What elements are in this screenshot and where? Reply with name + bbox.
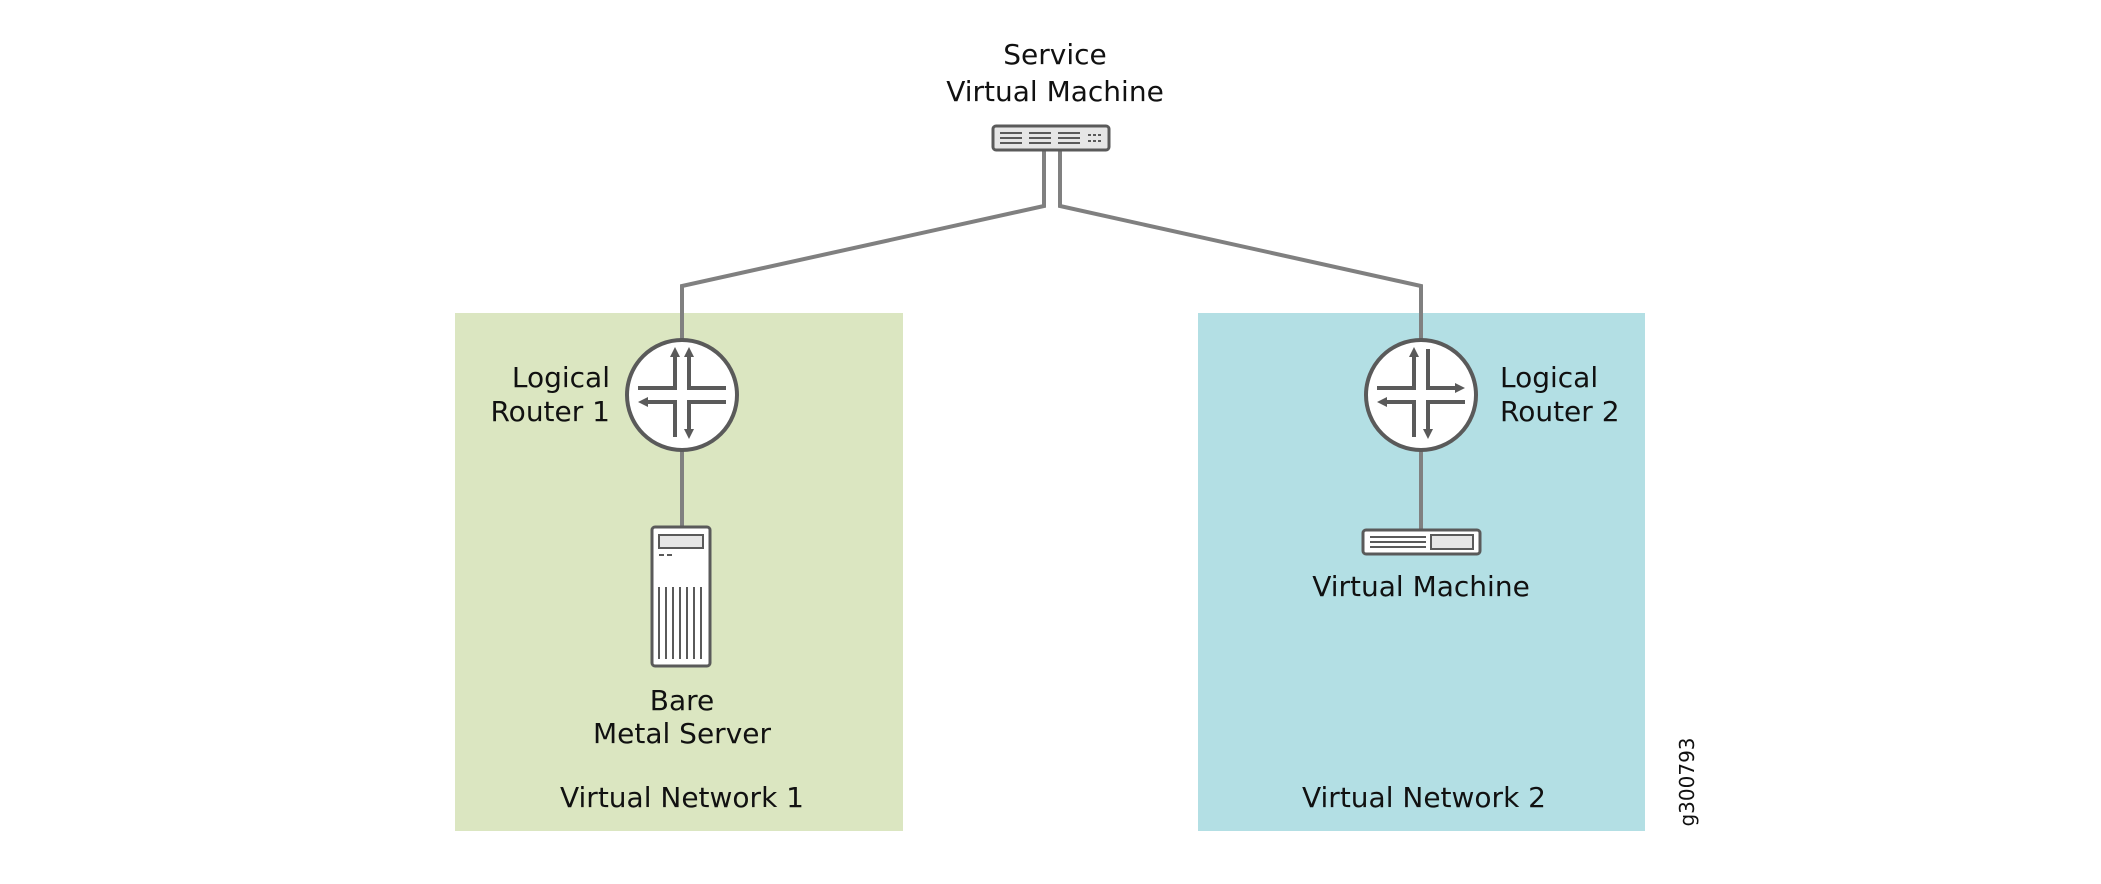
router-2-label-line1: Logical — [1500, 361, 1598, 394]
server-tower-icon — [650, 525, 712, 668]
link-service-vm-to-router-1 — [680, 151, 1046, 340]
virtual-network-2-label: Virtual Network 2 — [1302, 781, 1546, 814]
connections — [680, 151, 1423, 529]
virtual-network-1-label: Virtual Network 1 — [560, 781, 804, 814]
switch-icon — [991, 124, 1111, 152]
router-1-label-line2: Router 1 — [490, 395, 610, 428]
vm-label: Virtual Machine — [1312, 570, 1530, 603]
bare-metal-label-line1: Bare — [650, 684, 715, 717]
service-vm-label-line1: Service — [1003, 38, 1106, 71]
figure-id: g300793 — [1675, 737, 1699, 826]
router-2-icon — [1364, 338, 1478, 452]
link-service-vm-to-router-2 — [1058, 151, 1423, 340]
router-1-icon — [625, 338, 739, 452]
router-1-label-line1: Logical — [512, 361, 610, 394]
router-2-label-line2: Router 2 — [1500, 395, 1620, 428]
vm-icon — [1361, 528, 1482, 556]
bare-metal-label-line2: Metal Server — [593, 717, 772, 750]
service-vm-label-line2: Virtual Machine — [946, 75, 1164, 108]
